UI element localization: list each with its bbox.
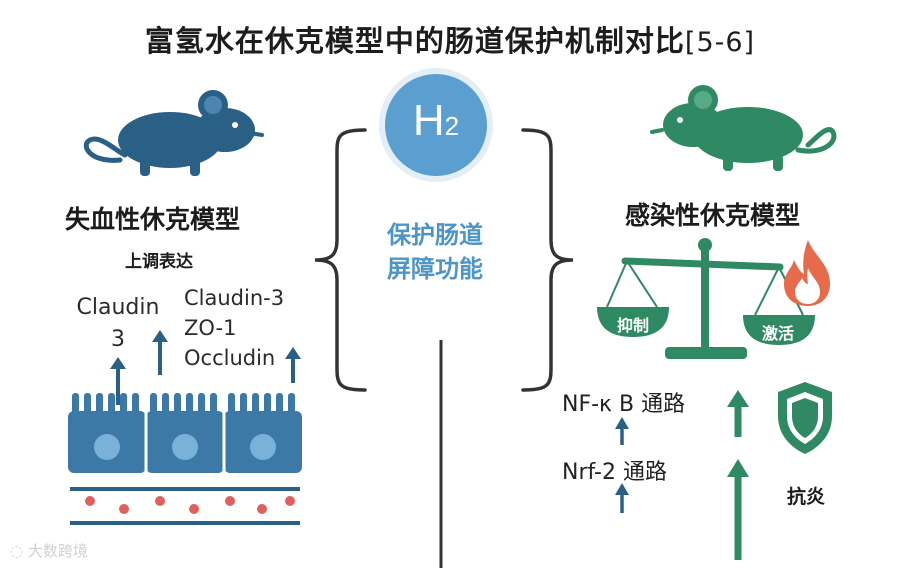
mouse-icon-right <box>650 85 837 171</box>
fire-icon <box>784 240 830 306</box>
pan-label-inhibit: 抑制 <box>617 316 650 335</box>
mouse-icon-left <box>83 90 264 176</box>
right-arrows <box>615 390 749 560</box>
protein-occludin: Occludin <box>184 346 276 370</box>
balance-scale-icon <box>597 238 815 359</box>
pathway-nrf2: Nrf-2 通路 <box>562 460 667 485</box>
center-text-line1: 保护肠道 <box>387 221 483 249</box>
left-brace-icon <box>314 128 367 392</box>
up-arrow-icon <box>285 347 301 383</box>
left-protein-big: Claudin 3 <box>68 292 168 356</box>
left-action-label: 上调表达 <box>125 252 193 272</box>
page-title: 富氢水在休克模型中的肠道保护机制对比[5-6] <box>0 18 900 60</box>
pathway-nfkb: NF-κ B 通路 <box>562 392 686 417</box>
right-brace-icon <box>521 128 574 392</box>
h2-symbol: H <box>412 96 445 145</box>
center-braces <box>314 128 574 568</box>
up-arrow-icon-green <box>727 459 749 560</box>
up-arrow-icon <box>615 417 629 445</box>
h2-circle <box>385 74 487 176</box>
watermark: ◌ 大数跨境 <box>10 540 88 561</box>
protein-big-line2: 3 <box>111 327 125 352</box>
protein-big-line1: Claudin <box>76 295 160 320</box>
up-arrow-icon <box>152 330 168 375</box>
watermark-text: 大数跨境 <box>27 542 88 560</box>
h2-label: H2 <box>385 96 487 146</box>
shield-icon <box>778 382 832 454</box>
intestinal-cells-diagram <box>68 393 302 525</box>
up-arrow-icon-green <box>727 390 749 437</box>
up-arrow-icon <box>615 483 629 513</box>
left-protein-list: Claudin-3 ZO-1 Occludin <box>184 283 284 373</box>
center-function-text: 保护肠道 屏障功能 <box>355 218 515 286</box>
left-arrows <box>110 330 301 405</box>
h2-subscript: 2 <box>444 111 460 141</box>
protein-claudin3: Claudin-3 <box>184 286 285 310</box>
title-text: 富氢水在休克模型中的肠道保护机制对比 <box>144 24 685 58</box>
protein-zo1: ZO-1 <box>184 316 237 340</box>
center-text-line2: 屏障功能 <box>387 255 483 283</box>
watermark-logo-icon: ◌ <box>10 542 24 560</box>
pan-label-activate: 激活 <box>762 324 795 343</box>
up-arrow-icon <box>110 357 126 405</box>
left-model-title: 失血性休克模型 <box>65 205 241 234</box>
right-model-title: 感染性休克模型 <box>625 201 801 230</box>
shield-label: 抗炎 <box>787 486 826 508</box>
title-reference: [5-6] <box>684 27 756 58</box>
